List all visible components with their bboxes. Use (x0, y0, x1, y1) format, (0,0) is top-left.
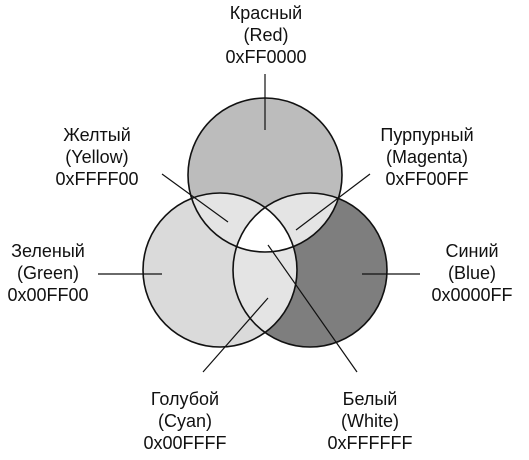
label-blue-hex: 0x0000FF (431, 285, 513, 305)
label-red-hex: 0xFF0000 (225, 47, 307, 67)
label-green: Зеленый (Green) 0x00FF00 (7, 240, 88, 306)
white-region (233, 193, 297, 252)
label-magenta: Пурпурный (Magenta) 0xFF00FF (380, 124, 473, 190)
label-cyan-hex: 0x00FFFF (143, 433, 227, 453)
leader-yellow (161, 173, 229, 223)
label-yellow-en: (Yellow) (65, 147, 129, 167)
label-yellow: Желтый (Yellow) 0xFFFF00 (55, 124, 138, 190)
label-green-en: (Green) (16, 263, 80, 283)
label-white-hex: 0xFFFFFF (327, 433, 413, 453)
label-yellow-hex: 0xFFFF00 (55, 169, 139, 189)
label-blue-name: Синий (445, 241, 499, 261)
label-cyan-en: (Cyan) (157, 411, 213, 431)
label-white-en: (White) (340, 411, 399, 431)
leader-white (267, 244, 358, 373)
label-red: Красный (Red) 0xFF0000 (225, 2, 306, 68)
label-yellow-name: Желтый (63, 125, 131, 145)
leader-magenta (295, 173, 371, 231)
label-blue-en: (Blue) (447, 263, 497, 283)
label-cyan-name: Голубой (150, 389, 220, 409)
leader-cyan (202, 297, 269, 373)
label-green-name: Зеленый (11, 241, 85, 261)
label-magenta-hex: 0xFF00FF (385, 169, 469, 189)
label-red-name: Красный (229, 3, 303, 23)
label-green-hex: 0x00FF00 (7, 285, 89, 305)
leader-lines (98, 74, 420, 373)
label-white: Белый (White) 0xFFFFFF (328, 388, 413, 454)
label-magenta-name: Пурпурный (380, 125, 474, 145)
label-blue: Синий (Blue) 0x0000FF (431, 240, 512, 306)
label-magenta-en: (Magenta) (385, 147, 469, 167)
label-white-name: Белый (342, 389, 398, 409)
label-cyan: Голубой (Cyan) 0x00FFFF (143, 388, 226, 454)
circle-outlines (142, 97, 388, 348)
label-red-en: (Red) (243, 25, 289, 45)
